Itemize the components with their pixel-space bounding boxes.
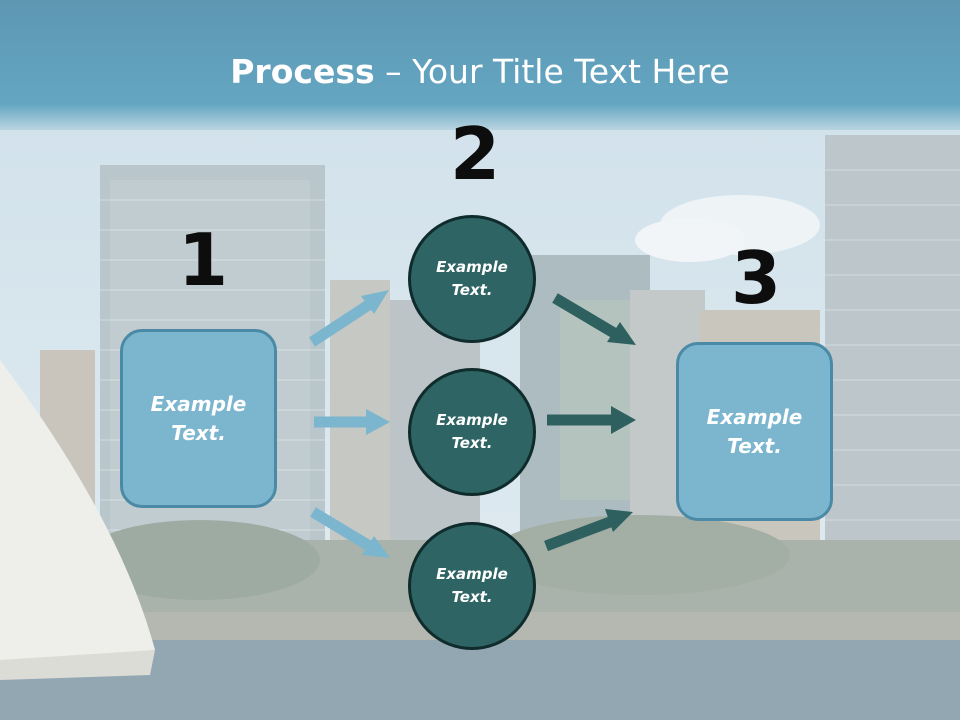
circle-middle-label: Example Text. [436,411,508,452]
step-number-3: 3 [731,236,782,320]
arrow-1-to-circle-middle [314,409,390,435]
slide-title: Process – Your Title Text Here [0,52,960,91]
circle-top-label: Example Text. [436,258,508,299]
step-1-label: Example Text. [150,391,247,445]
step-3-label: Example Text. [706,404,803,458]
circle-middle: Example Text. [408,368,536,496]
step-1-box: Example Text. [120,329,277,508]
step-3-box: Example Text. [676,342,833,521]
arrow-1-to-circle-bottom [310,507,390,558]
arrow-1-to-circle-top [308,290,389,347]
step-number-2: 2 [450,112,501,196]
step-number-1: 1 [178,218,229,302]
title-bold: Process [230,52,375,91]
arrow-circle-bottom-to-3 [544,509,633,552]
arrow-circle-middle-to-3 [547,406,636,434]
circle-bottom-label: Example Text. [436,565,508,606]
circle-top: Example Text. [408,215,536,343]
circle-bottom: Example Text. [408,522,536,650]
arrow-circle-top-to-3 [552,293,636,345]
title-rest: – Your Title Text Here [374,52,730,91]
